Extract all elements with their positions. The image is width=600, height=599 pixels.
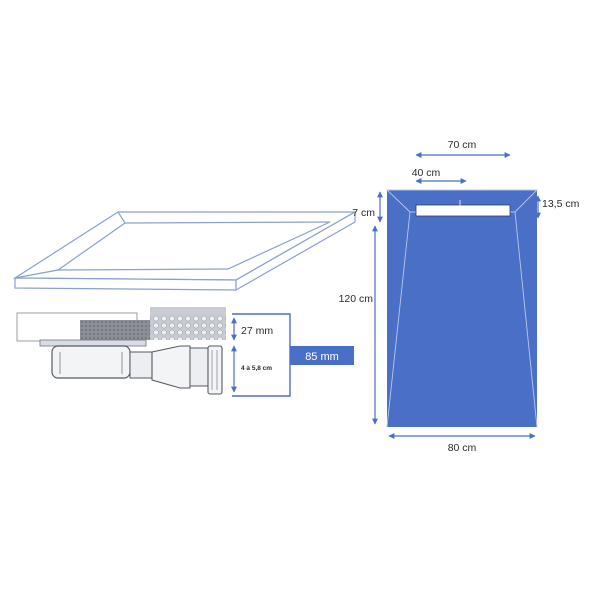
tray-perspective [12, 210, 358, 292]
drain-cross-section: 27 mm 4 à 5,8 cm 85 mm [16, 307, 354, 397]
top-width-label: 70 cm [448, 139, 477, 151]
total-height-label: 85 mm [305, 351, 339, 363]
tray-corner-line [117, 211, 126, 224]
right-slope-line [514, 211, 538, 428]
tray-side-edge [235, 210, 356, 292]
total-height-badge [290, 346, 354, 365]
plan-view: 70 cm 40 cm 7 cm 13,5 cm 120 cm 80 cm [339, 139, 580, 454]
inner-width-label: 40 cm [412, 167, 441, 179]
drain-width-label: 13,5 cm [542, 198, 580, 210]
drain-channel [415, 204, 511, 217]
height-label: 27 mm [241, 325, 273, 337]
tray-inner-rim [56, 221, 331, 271]
length-label: 120 cm [339, 293, 374, 305]
tile-top [150, 307, 226, 315]
drain-grate [39, 339, 147, 347]
bottom-width-label: 80 cm [448, 442, 477, 454]
range-label: 4 à 5,8 cm [241, 365, 272, 372]
mortar-layer [80, 320, 150, 340]
trap-coupling [189, 347, 209, 387]
tray-plan [387, 190, 537, 427]
drain-body [51, 345, 131, 379]
left-slope-line [386, 211, 411, 428]
drain-trap [151, 345, 191, 389]
tray-front-edge [14, 277, 237, 291]
tray-corner-line [14, 269, 59, 279]
drain-outlet [129, 351, 153, 379]
pipe-connector [207, 345, 223, 395]
top-offset-label: 7 cm [352, 207, 375, 219]
